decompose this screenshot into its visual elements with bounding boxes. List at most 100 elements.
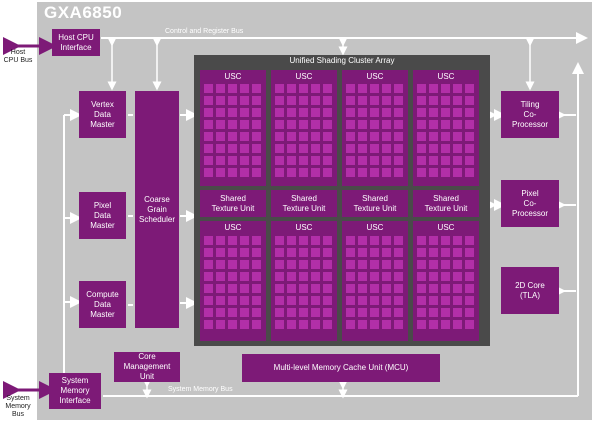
usc-cell bbox=[453, 236, 462, 245]
usc-cell bbox=[429, 284, 438, 293]
usc-cell bbox=[429, 156, 438, 165]
usc-cell bbox=[429, 296, 438, 305]
usc-cell bbox=[275, 320, 284, 329]
shared-texture-unit: Shared Texture Unit bbox=[200, 190, 266, 217]
usc-cell bbox=[417, 284, 426, 293]
usc-cell bbox=[382, 272, 391, 281]
usc-cell bbox=[370, 308, 379, 317]
usc-cell bbox=[275, 284, 284, 293]
usc-cell bbox=[240, 248, 249, 257]
usc-cell bbox=[453, 248, 462, 257]
usc-cell bbox=[358, 248, 367, 257]
tiling-coprocessor: Tiling Co- Processor bbox=[501, 91, 559, 138]
usc-cell bbox=[417, 132, 426, 141]
usc-cell bbox=[358, 108, 367, 117]
usc-block: USC bbox=[271, 221, 337, 341]
usc-cell bbox=[358, 320, 367, 329]
usc-cell bbox=[370, 144, 379, 153]
pixel-data-master: Pixel Data Master bbox=[79, 192, 126, 239]
usc-cell bbox=[240, 272, 249, 281]
usc-cell bbox=[453, 260, 462, 269]
usc-cell bbox=[299, 296, 308, 305]
usc-cell bbox=[465, 168, 474, 177]
usc-cell bbox=[228, 168, 237, 177]
usc-cell bbox=[252, 108, 261, 117]
usc-cell bbox=[275, 260, 284, 269]
usc-cell bbox=[394, 108, 403, 117]
usc-cell bbox=[370, 284, 379, 293]
system-memory-interface: System Memory Interface bbox=[49, 373, 101, 409]
usc-cell bbox=[287, 296, 296, 305]
usc-cell bbox=[417, 296, 426, 305]
usc-cell bbox=[323, 296, 332, 305]
usc-cell bbox=[465, 320, 474, 329]
usc-label: USC bbox=[224, 72, 242, 81]
usc-cell bbox=[441, 260, 450, 269]
usc-cell bbox=[240, 144, 249, 153]
usc-cell bbox=[429, 272, 438, 281]
usc-cell bbox=[441, 108, 450, 117]
usc-cell bbox=[299, 120, 308, 129]
usc-cell bbox=[358, 120, 367, 129]
usc-cell bbox=[228, 272, 237, 281]
usc-cell bbox=[287, 96, 296, 105]
usc-cell bbox=[346, 168, 355, 177]
usc-cell bbox=[441, 144, 450, 153]
usc-cell bbox=[252, 156, 261, 165]
usc-cell bbox=[287, 248, 296, 257]
usc-cell bbox=[287, 168, 296, 177]
usc-cell bbox=[252, 272, 261, 281]
chip-title: GXA6850 bbox=[44, 3, 123, 22]
usc-cell bbox=[216, 120, 225, 129]
usc-cell bbox=[275, 248, 284, 257]
usc-cell bbox=[358, 132, 367, 141]
usc-cell bbox=[252, 132, 261, 141]
usc-cell bbox=[346, 84, 355, 93]
usc-cell bbox=[240, 84, 249, 93]
usc-cell bbox=[429, 236, 438, 245]
usc-cell bbox=[323, 248, 332, 257]
usc-cell bbox=[465, 236, 474, 245]
usc-cell bbox=[299, 236, 308, 245]
usc-cell bbox=[299, 156, 308, 165]
usc-cell bbox=[394, 296, 403, 305]
usc-cell bbox=[204, 168, 213, 177]
usc-cell bbox=[299, 84, 308, 93]
usc-cell bbox=[311, 156, 320, 165]
usc-cell bbox=[204, 272, 213, 281]
usc-cell bbox=[441, 296, 450, 305]
usc-cell bbox=[311, 132, 320, 141]
usc-cell bbox=[465, 296, 474, 305]
usc-cell bbox=[394, 248, 403, 257]
usc-cell bbox=[429, 132, 438, 141]
usc-cell bbox=[465, 156, 474, 165]
usc-cell bbox=[287, 236, 296, 245]
usc-cell bbox=[204, 308, 213, 317]
usc-cell bbox=[287, 84, 296, 93]
usc-cell bbox=[417, 168, 426, 177]
usc-cell bbox=[382, 248, 391, 257]
usc-label: USC bbox=[437, 72, 455, 81]
usc-cell bbox=[252, 284, 261, 293]
usc-cell bbox=[382, 296, 391, 305]
usc-cell bbox=[311, 120, 320, 129]
usc-label: USC bbox=[295, 72, 313, 81]
usc-cell bbox=[453, 108, 462, 117]
usc-cell bbox=[323, 236, 332, 245]
usc-cell bbox=[228, 320, 237, 329]
usc-cell bbox=[311, 284, 320, 293]
usc-cell bbox=[417, 84, 426, 93]
shared-texture-unit: Shared Texture Unit bbox=[271, 190, 337, 217]
usc-cell bbox=[394, 144, 403, 153]
usc-cell bbox=[240, 168, 249, 177]
usc-cell bbox=[382, 308, 391, 317]
usc-cell bbox=[323, 320, 332, 329]
usc-cell bbox=[453, 296, 462, 305]
usc-cell bbox=[299, 248, 308, 257]
usc-cell bbox=[216, 96, 225, 105]
usc-cell bbox=[465, 120, 474, 129]
usc-cell bbox=[346, 296, 355, 305]
usc-cell bbox=[465, 84, 474, 93]
usc-cell bbox=[204, 156, 213, 165]
usc-cell bbox=[240, 260, 249, 269]
